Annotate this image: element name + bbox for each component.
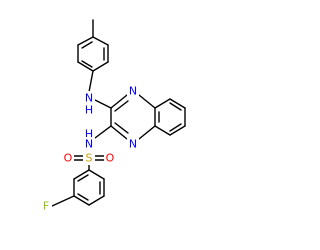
atom-label-n-amine: N [85,92,93,105]
atom-label-h-amine: H [85,104,93,117]
bond-c3-to-nh [94,125,112,139]
atom-label-h-sulfonamide: H [85,128,93,141]
atom-ring-n2: N [127,137,139,151]
atom-sulfur: S [83,151,95,165]
atom-label-n-sulfonamide: N [85,138,93,151]
bond-c2-n1-double [114,100,129,112]
molecule-structure: N H N N H N S O [40,19,186,213]
atom-ring-n1: N [127,84,139,98]
atom-sulfonamide-n: H N [83,128,95,151]
bond-phenyl1-to-nh [88,70,94,93]
atom-oxygen-right: O [104,151,116,165]
bond-phenyl2-inner-3 [77,174,89,182]
bond-benzo-d [169,125,186,136]
atom-label-n-ring2: N [129,138,137,151]
atom-labels-layer: N H N N H N S O [40,84,139,213]
bond-phenyl2-inner-2 [77,193,89,201]
atom-label-f: F [43,200,49,213]
atom-fluorine: F [40,199,52,213]
bonds-layer [51,19,186,207]
atom-label-s: S [86,152,93,165]
bond-ethyl-ch2-ring [92,36,109,46]
bond-phenyl2-3 [88,195,105,206]
bond-phenyl2-4 [73,195,90,206]
atom-label-o-left: O [64,152,73,165]
bond-n2-c3-double [114,122,129,134]
atom-label-o-right: O [106,152,115,165]
bond-benzo-e [154,125,171,136]
bond-phenyl2-to-f [51,195,75,207]
bond-phenyl1-b [92,61,109,72]
bond-c2-n1 [110,94,128,109]
bond-phenyl1-c [77,61,94,72]
atom-label-n-ring1: N [129,85,137,98]
bond-benzo-b [169,98,186,109]
bond-benzo-inner-2 [169,123,182,132]
bond-c4a-n2 [138,125,156,140]
bond-phenyl2-6 [73,169,90,180]
bond-n1-c8a [138,94,156,109]
atom-amine-n: N H [83,91,95,117]
bond-n2-c3 [110,125,128,140]
bond-phenyl1-inner-3 [81,41,93,49]
bond-benzo-inner-1 [169,102,182,111]
bond-nh-to-c2 [94,99,112,109]
bond-benzo-a [154,98,171,109]
bond-phenyl1-inner-2 [81,60,93,68]
bond-phenyl2-1 [88,169,105,180]
atom-oxygen-left: O [62,151,74,165]
bond-phenyl1-e [77,36,94,46]
